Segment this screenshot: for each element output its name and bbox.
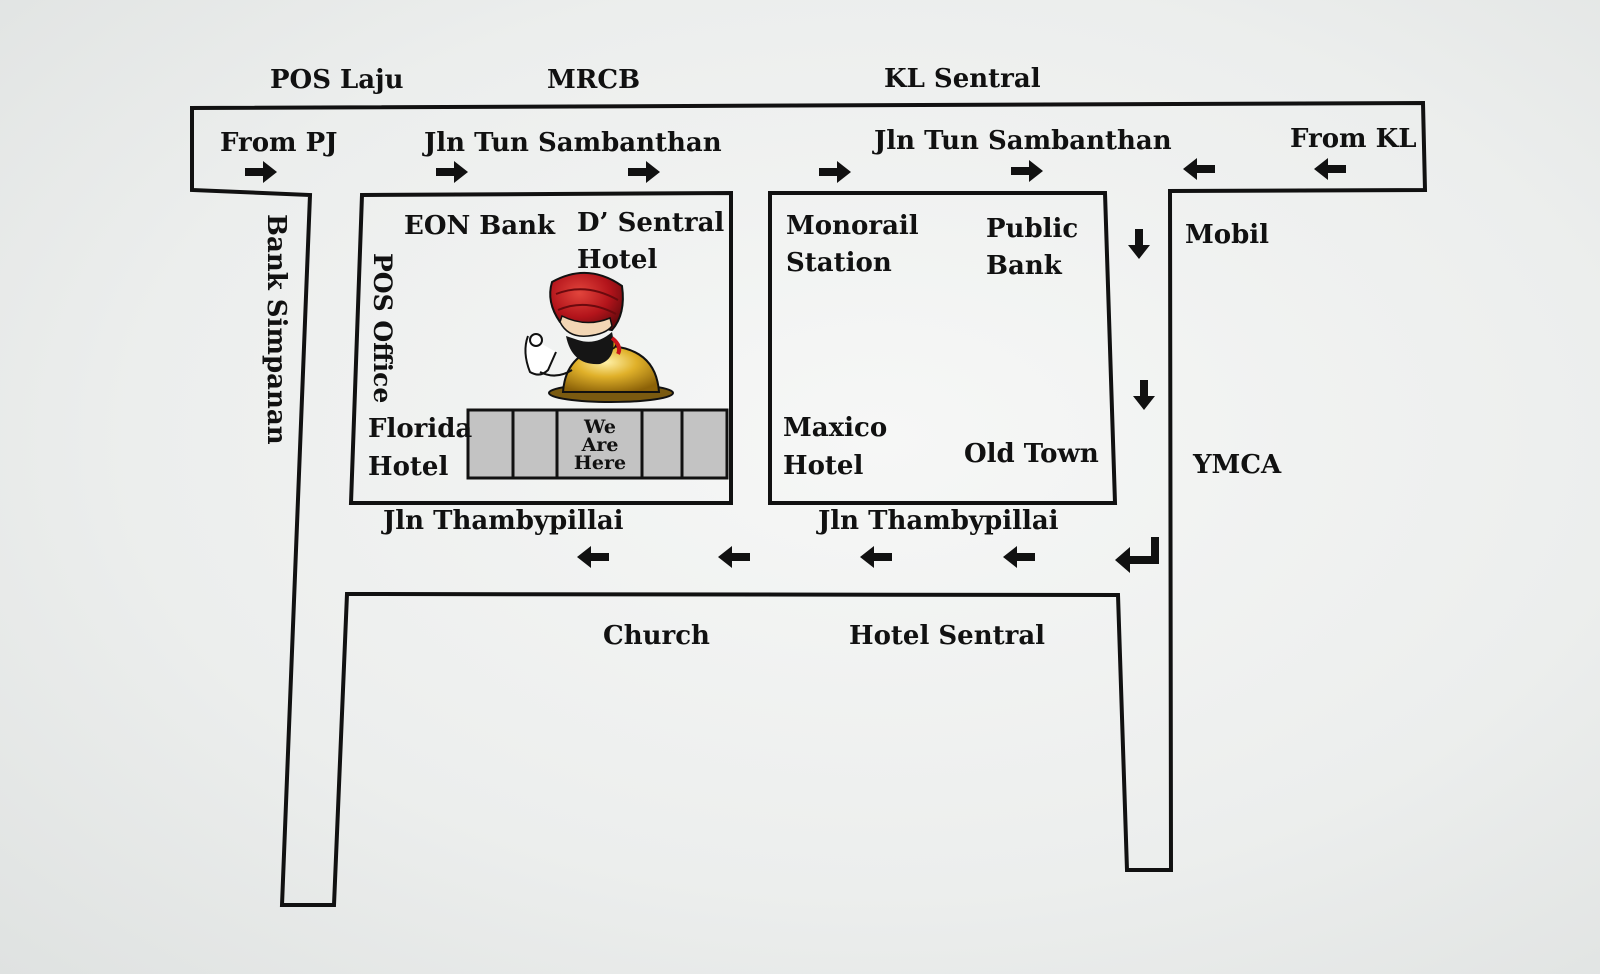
we-are-here-line3: Here xyxy=(574,452,626,474)
chef-mascot-icon xyxy=(524,271,674,403)
arrow-right-icon xyxy=(436,161,468,183)
block-right xyxy=(768,191,1118,505)
road-name-bank-simpanan: Bank Simpanan xyxy=(261,214,291,445)
arrow-turn-left-icon xyxy=(1115,537,1159,573)
shop-row xyxy=(466,408,729,480)
arrow-right-icon xyxy=(245,161,277,183)
arrow-down-icon xyxy=(1128,229,1150,259)
label-maxico-line2: Hotel xyxy=(783,451,863,481)
label-public-bank-line1: Public xyxy=(986,214,1078,244)
arrow-left-icon xyxy=(577,546,609,568)
arrow-down-icon xyxy=(1133,380,1155,410)
label-ymca: YMCA xyxy=(1192,450,1282,480)
arrow-left-icon xyxy=(1003,546,1035,568)
label-mrcb: MRCB xyxy=(547,65,640,95)
label-church: Church xyxy=(603,621,710,651)
we-are-here-line2: Are xyxy=(581,434,619,456)
arrow-left-icon xyxy=(1314,158,1346,180)
label-public-bank-line2: Bank xyxy=(986,251,1063,281)
road-name-thambypillai-left: Jln Thambypillai xyxy=(381,506,624,536)
arrow-right-icon xyxy=(819,161,851,183)
arrow-left-icon xyxy=(860,546,892,568)
label-kl-sentral: KL Sentral xyxy=(884,64,1041,94)
label-d-sentral-line1: D’ Sentral xyxy=(577,208,724,238)
road-outline-north xyxy=(190,100,1428,907)
block-left xyxy=(348,190,733,505)
we-are-here-marker xyxy=(555,408,644,480)
label-monorail-line2: Station xyxy=(786,248,892,278)
label-old-town: Old Town xyxy=(964,439,1099,469)
arrow-left-icon xyxy=(1183,158,1215,180)
arrow-left-icon xyxy=(718,546,750,568)
label-eon-bank: EON Bank xyxy=(404,211,556,241)
arrow-right-icon xyxy=(1011,160,1043,182)
label-florida-line2: Hotel xyxy=(368,452,448,482)
label-hotel-sentral: Hotel Sentral xyxy=(849,621,1045,651)
label-pos-laju: POS Laju xyxy=(270,65,404,95)
label-florida-line1: Florida xyxy=(368,414,472,444)
label-mobil: Mobil xyxy=(1185,220,1269,250)
label-d-sentral-line2: Hotel xyxy=(577,245,657,275)
road-name-tun-sambanthan-left: Jln Tun Sambanthan xyxy=(422,128,722,158)
label-from-pj: From PJ xyxy=(220,128,337,158)
label-pos-office: POS Office xyxy=(368,253,397,403)
road-name-tun-sambanthan-right: Jln Tun Sambanthan xyxy=(872,126,1172,156)
arrow-right-icon xyxy=(628,161,660,183)
label-monorail-line1: Monorail xyxy=(786,211,919,241)
road-name-thambypillai-right: Jln Thambypillai xyxy=(816,506,1059,536)
label-maxico-line1: Maxico xyxy=(783,413,887,443)
we-are-here-line1: We xyxy=(583,416,616,438)
label-from-kl: From KL xyxy=(1290,124,1416,154)
